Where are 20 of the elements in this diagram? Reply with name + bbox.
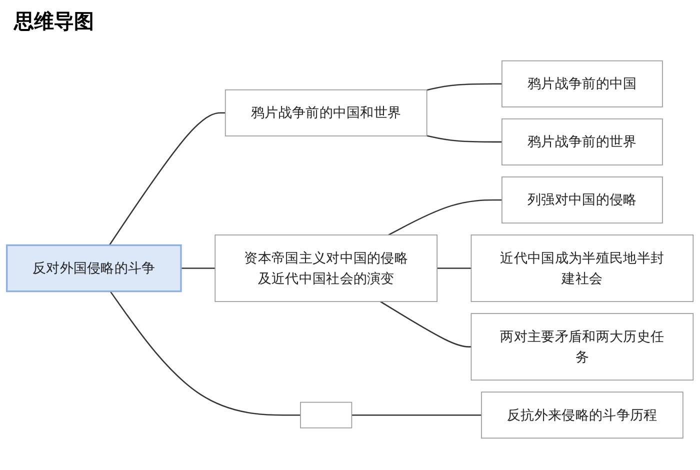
heading: 思维导图 [14,8,95,35]
node-box [300,401,352,428]
connector [437,267,472,268]
node-box: 资本帝国主义对中国的侵略及近代中国社会的演变 [214,234,438,302]
connector [380,300,472,347]
node-box: 两对主要矛盾和两大历史任务 [470,312,694,380]
node-box: 反对外国侵略的斗争 [6,244,182,292]
connector [352,414,482,416]
connector [388,198,502,236]
connector [180,267,216,268]
node-box: 列强对中国的侵略 [502,176,663,223]
node-box: 鸦片战争前的中国和世界 [224,88,428,136]
node-box: 反抗外来侵略的斗争历程 [481,391,684,438]
node-box: 近代中国成为半殖民地半封建社会 [470,234,694,302]
node-box: 鸦片战争前的中国 [502,60,663,107]
node-box: 鸦片战争前的世界 [502,118,663,165]
connector [108,112,226,246]
connector [426,82,502,90]
connector [426,134,502,142]
connector [110,290,300,416]
